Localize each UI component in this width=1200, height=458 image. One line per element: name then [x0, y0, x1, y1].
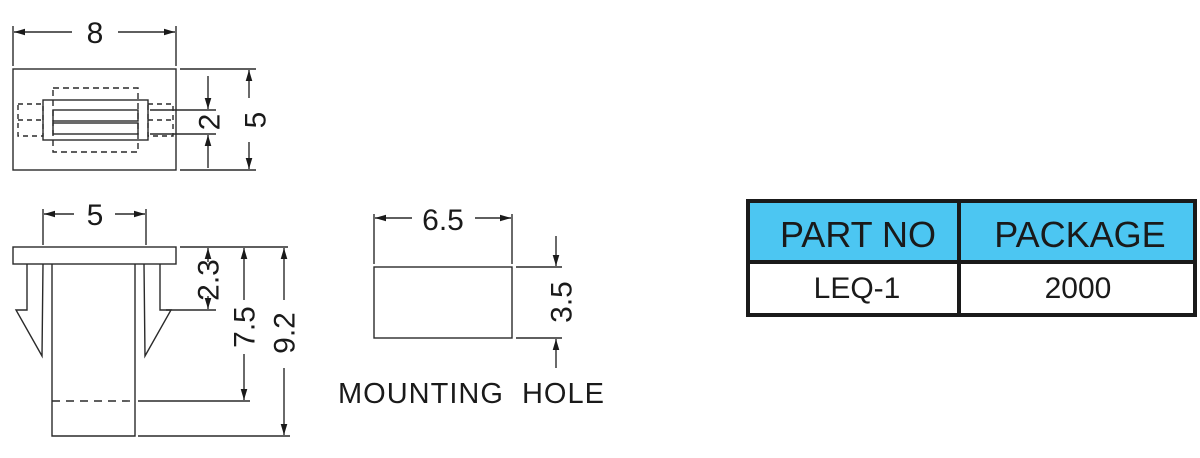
top-width-label: 8: [87, 17, 104, 50]
header-package: PACKAGE: [994, 214, 1165, 255]
table-header-bg-2: [959, 203, 1193, 261]
cell-package: 2000: [1045, 272, 1112, 305]
table-header-bg-1: [750, 203, 959, 261]
side-body-label: 7.5: [229, 306, 262, 348]
hole-width-label: 6.5: [422, 204, 464, 237]
hole-height-label: 3.5: [546, 281, 579, 323]
side-flange-label: 2.3: [193, 259, 226, 301]
side-view: [12, 209, 290, 437]
top-slot-label: 2: [194, 114, 227, 131]
part-table: PART NO PACKAGE LEQ-1 2000: [746, 199, 1197, 317]
header-part-no: PART NO: [780, 214, 936, 255]
cell-part-no: LEQ-1: [814, 272, 901, 305]
top-height-label: 5: [240, 112, 273, 129]
top-view: [12, 26, 256, 171]
side-total-label: 9.2: [269, 312, 302, 354]
mounting-hole: [373, 214, 562, 339]
mounting-hole-caption: MOUNTING HOLE: [338, 378, 605, 410]
side-width-label: 5: [87, 199, 104, 232]
